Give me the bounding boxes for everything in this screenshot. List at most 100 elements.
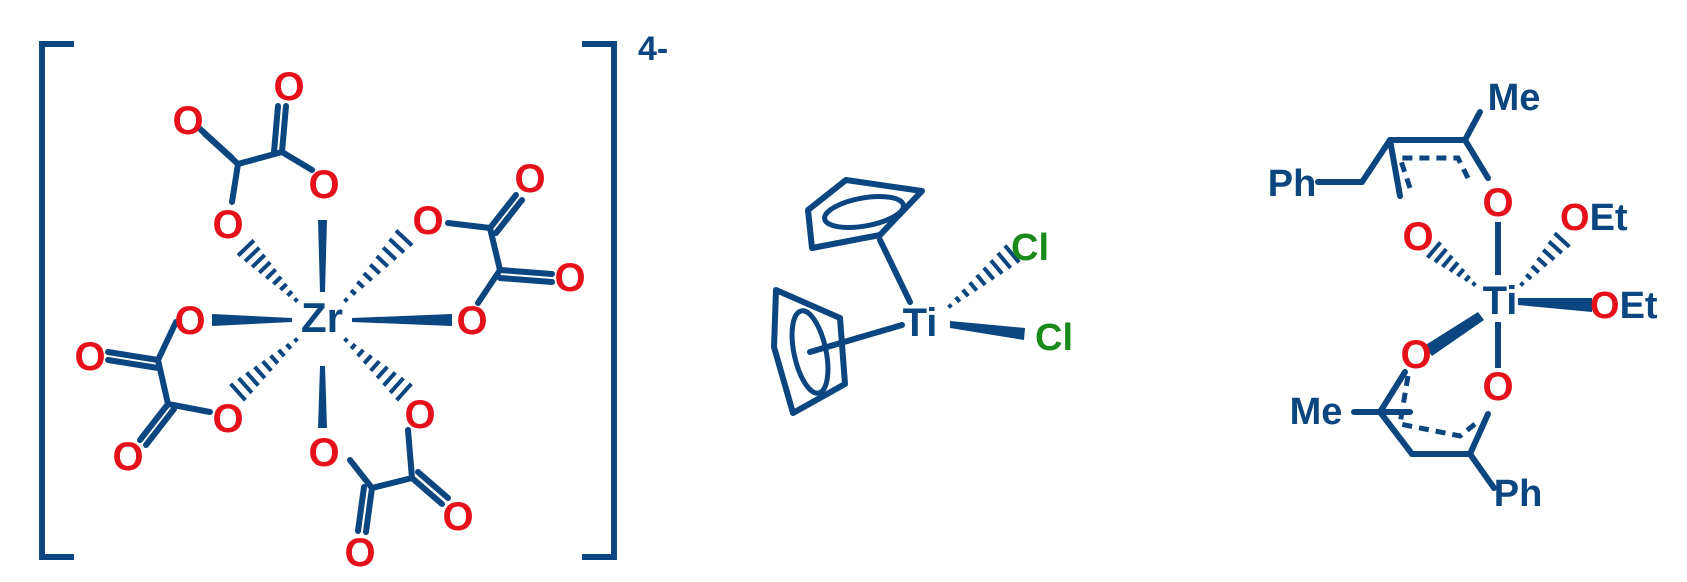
ethoxide-label-lower: OEt [1590,285,1658,327]
hash-stroke [236,238,256,258]
oxygen-atom: O [554,256,585,300]
hash-stroke [1553,231,1571,249]
cyclopentadienyl-ring-lower [771,287,848,416]
hash-stroke [394,229,414,247]
hash-stroke [1471,281,1477,287]
lower-chelate-delocalization [1397,375,1482,439]
hash-stroke [996,251,1013,270]
hash-stroke [1456,267,1466,278]
oxygen-atom: O [1400,333,1431,377]
chlorine-atom: Cl [1011,227,1049,269]
phenyl-label: Ph [1494,473,1543,515]
hashed-bonds-ti [1425,231,1571,287]
hash-stroke [250,253,267,269]
hash-stroke [237,376,254,395]
hash-stroke [381,246,398,261]
hash-stroke [961,288,970,298]
ethoxide-label-upper: OEt [1560,197,1628,239]
zr-center: Zr [301,294,343,341]
cyclopentadienyl-ring-upper [805,177,925,251]
oxygen-atom: O [308,431,339,475]
hash-stroke [229,382,247,402]
hash-stroke [269,354,280,365]
hash-stroke [257,260,272,275]
wedge-bond-right [352,314,452,326]
cp-ti-bond-upper [877,237,913,305]
wedge-bond-top [318,220,327,292]
titanium-ethoxide-benzoylacetonate: Ti O O O O OEt OEt Me Ph Me Ph [1268,77,1658,515]
hash-stroke [285,342,293,351]
wedge-bond-o-lower [1424,312,1484,356]
wedge-bond-cl [950,321,1025,340]
zirconium-oxalate-complex: 4- Zr [39,30,668,575]
oxygen-atom: O [273,65,304,109]
cp-ti-bond-lower [807,322,905,355]
oxygen-atom: O [212,203,243,247]
hash-stroke [1448,261,1460,273]
hash-stroke [1541,248,1556,262]
hash-stroke [1433,247,1448,264]
wedge-bond-oet [1518,298,1592,312]
hash-stroke [388,376,405,395]
oxygen-labels-zr: O O O O O O O O O O O O O O O O [74,65,585,575]
phenyl-label: Ph [1268,163,1317,205]
complex-charge: 4- [638,30,668,68]
oxygen-atom: O [412,199,443,243]
hash-stroke [968,281,979,292]
hash-stroke [356,348,365,358]
hash-stroke [277,348,286,358]
hash-stroke [293,297,299,303]
hash-stroke [253,365,267,380]
oxygen-atom: O [1402,215,1433,259]
ethoxide-ethyl: Et [1620,285,1658,327]
ti-center: Ti [903,301,938,345]
oxalate-bonds [105,103,555,535]
hash-stroke [286,289,294,298]
hash-stroke [261,359,273,373]
hash-stroke [362,271,374,282]
chlorine-atom: Cl [1035,317,1073,359]
oxygen-atom: O [442,495,473,539]
hash-stroke [368,263,382,275]
hash-stroke [1547,240,1564,255]
hash-stroke [382,371,397,387]
hashed-bonds-zr [229,229,414,402]
hash-stroke [293,337,299,343]
hash-stroke [1003,244,1021,264]
cyclopentadienyl-aromatic-circle [822,194,906,230]
methyl-label: Me [1488,77,1541,119]
hash-stroke [1536,256,1548,268]
methyl-label: Me [1290,391,1343,433]
hash-stroke [388,237,406,254]
hash-stroke [279,282,288,292]
oxygen-atom: O [1482,181,1513,225]
wedge-bond-bottom [318,366,327,428]
hashed-bond-cl [947,244,1021,309]
hash-stroke [264,268,278,280]
hash-stroke [349,342,357,351]
oxygen-atom: O [344,531,375,575]
oxygen-atom: O [514,157,545,201]
right-bracket [582,41,617,560]
oxygen-atom: O [174,299,205,343]
hash-stroke [343,337,349,343]
hash-stroke [975,273,987,287]
oxygen-atom: O [112,435,143,479]
left-bracket [39,41,74,560]
hash-stroke [989,259,1004,275]
oxygen-atom: O [1482,365,1513,409]
ethoxide-ethyl: Et [1590,197,1628,239]
hash-stroke [375,254,390,268]
hash-stroke [1524,272,1533,281]
wedge-bond-left [212,314,292,326]
hash-stroke [375,365,389,380]
oxygen-atom: O [456,299,487,343]
ti-center: Ti [1483,279,1518,323]
ethoxide-oxygen: O [1590,285,1620,327]
hash-stroke [356,280,365,289]
hash-stroke [1530,264,1541,274]
titanocene-dichloride: Ti Cl Cl [771,177,1073,416]
hash-stroke [982,266,996,281]
upper-chelate-bonds [1315,109,1491,199]
